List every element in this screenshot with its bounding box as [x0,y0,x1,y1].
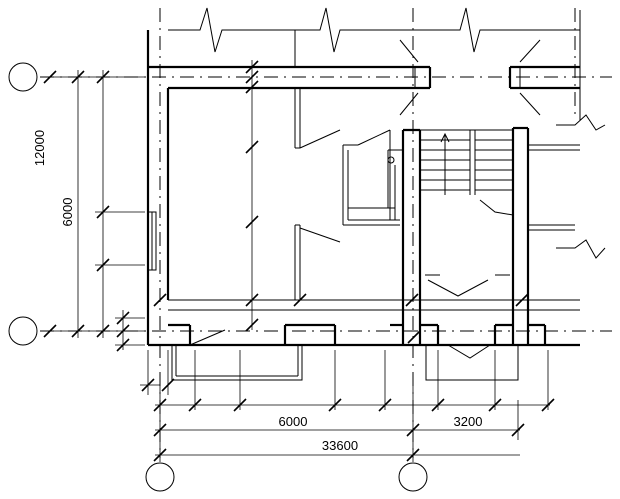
dim-label-bottom-total: 33600 [322,438,358,453]
dimension-ticks [43,60,555,462]
door-swings [189,39,541,359]
dim-label-left-partial: 6000 [60,198,75,227]
dim-label-bottom-bay-1: 6000 [279,414,308,429]
dim-label-left-total: 12000 [32,130,47,166]
dimension-lines [50,60,550,462]
stairs [420,129,514,276]
axis-bubbles [8,62,428,492]
dim-label-bottom-bay-2: 3200 [454,414,483,429]
walls [146,30,580,381]
break-lines [168,7,606,259]
axis-lines [40,8,612,458]
